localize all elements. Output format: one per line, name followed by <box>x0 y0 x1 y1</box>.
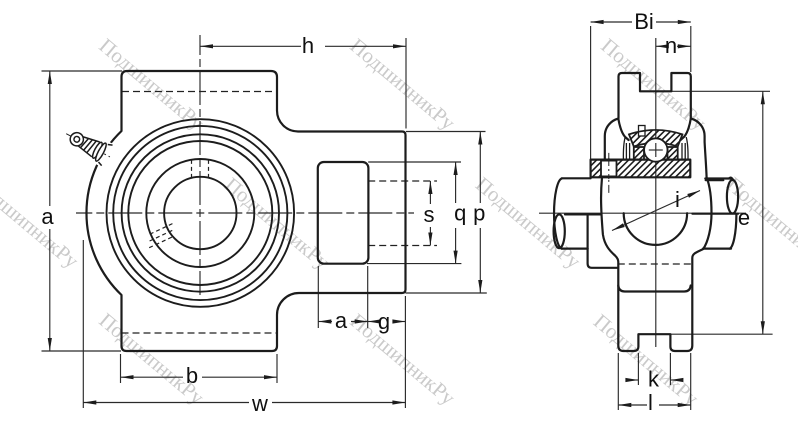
svg-text:i: i <box>675 187 680 212</box>
svg-text:h: h <box>302 33 314 58</box>
svg-text:p: p <box>473 201 485 226</box>
svg-text:s: s <box>424 202 435 227</box>
svg-text:b: b <box>186 363 198 388</box>
svg-text:e: e <box>738 205 750 230</box>
svg-text:w: w <box>251 391 268 416</box>
svg-text:l: l <box>648 390 653 415</box>
svg-text:g: g <box>378 309 390 334</box>
svg-text:Bi: Bi <box>634 9 654 34</box>
svg-text:a: a <box>41 204 54 229</box>
svg-text:n: n <box>665 33 677 58</box>
svg-text:k: k <box>648 367 660 392</box>
svg-text:q: q <box>454 201 466 226</box>
svg-text:a: a <box>335 308 348 333</box>
